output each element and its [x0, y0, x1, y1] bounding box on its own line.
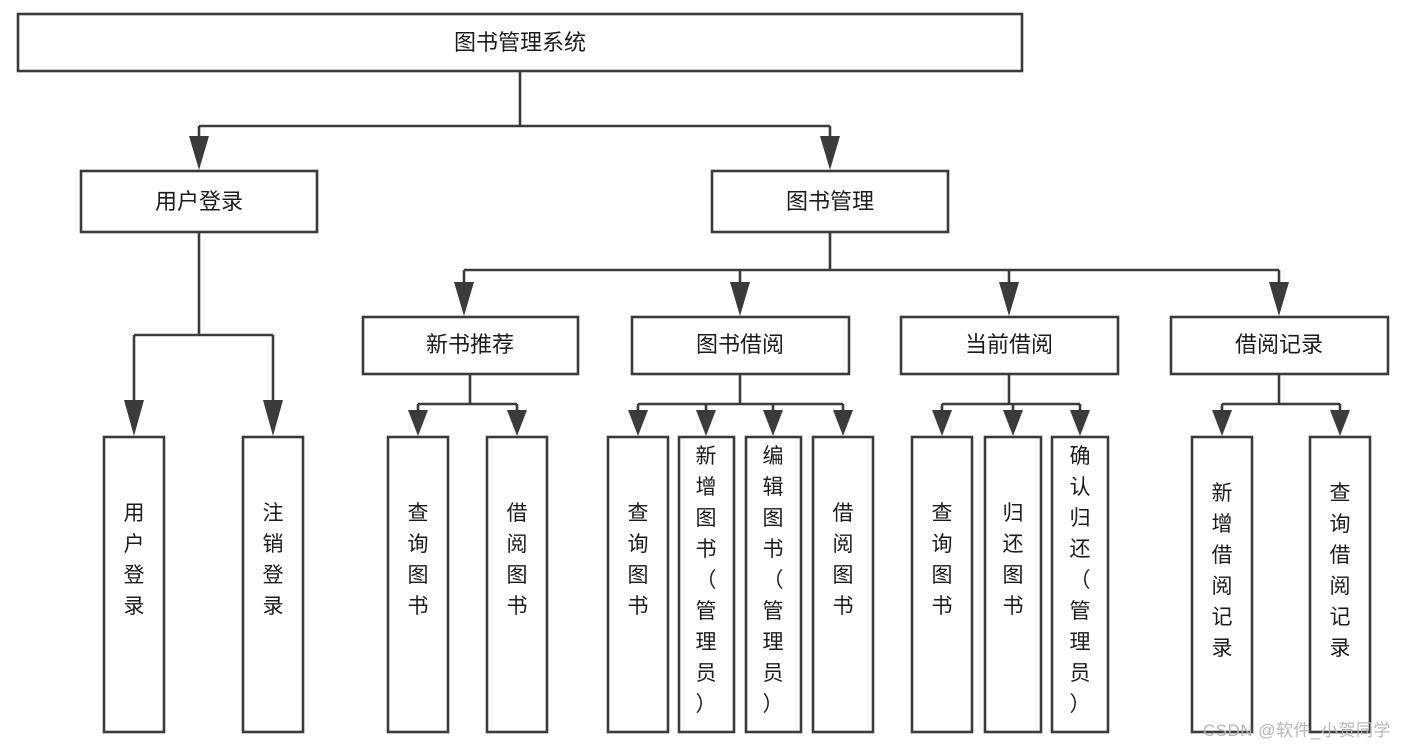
arrow-head-icon: [454, 282, 474, 316]
leaf-add-borrow-record-label: 新增借阅记录: [1212, 482, 1233, 660]
node-book-management[interactable]: 图书管理: [710, 169, 950, 234]
arrow-head-icon: [932, 410, 952, 436]
node-new-book-recommend-box[interactable]: [361, 315, 580, 376]
arrow-head-icon: [628, 410, 648, 436]
node-user-login[interactable]: 用户登录: [79, 169, 319, 234]
connector-group-borrow: [628, 374, 853, 436]
arrow-head-icon: [408, 410, 428, 436]
leaf-query-borrow-record[interactable]: 查询借阅记录: [1308, 435, 1372, 734]
leaf-query-book-borrow-box[interactable]: [606, 435, 670, 734]
node-borrow-record-label: 借阅记录: [1235, 332, 1323, 357]
node-user-login-box[interactable]: [79, 169, 319, 234]
leaf-borrow-book-label: 借阅图书: [833, 502, 854, 618]
leaf-query-book-rec-box[interactable]: [386, 435, 450, 734]
leaf-borrow-book-rec-box[interactable]: [485, 435, 549, 734]
connector-group-user-login: [124, 232, 283, 436]
leaf-edit-book-admin-box[interactable]: [744, 435, 803, 734]
arrow-head-icon: [189, 136, 209, 170]
leaf-return-book[interactable]: 归还图书: [983, 435, 1043, 734]
leaf-return-book-label: 归还图书: [1003, 502, 1024, 618]
leaf-add-book-admin-box[interactable]: [677, 435, 736, 734]
leaf-query-book-current[interactable]: 查询图书: [910, 435, 974, 734]
leaf-query-book-borrow-label: 查询图书: [628, 502, 649, 618]
arrow-head-icon: [507, 410, 527, 436]
leaf-user-login-box[interactable]: [102, 435, 166, 734]
connector-group-root: [189, 71, 840, 170]
leaf-query-book-rec-label: 查询图书: [408, 502, 429, 618]
leaf-return-book-box[interactable]: [983, 435, 1043, 734]
node-book-borrow-box[interactable]: [630, 315, 851, 376]
leaf-user-login[interactable]: 用户登录: [102, 435, 166, 734]
leaf-confirm-return-admin[interactable]: 确认归还（管理员）: [1050, 435, 1110, 734]
leaf-add-book-admin-label: 新增图书（管理员）: [696, 445, 717, 716]
leaf-query-borrow-record-box[interactable]: [1308, 435, 1372, 734]
arrow-head-icon: [124, 400, 144, 436]
node-book-management-box[interactable]: [710, 169, 950, 234]
node-current-borrow-label: 当前借阅: [965, 332, 1053, 357]
leaf-logout-label: 注销登录: [263, 502, 284, 618]
node-book-borrow[interactable]: 图书借阅: [630, 315, 851, 376]
leaf-confirm-return-admin-label: 确认归还（管理员）: [1070, 445, 1091, 716]
leaf-borrow-book-box[interactable]: [811, 435, 875, 734]
node-borrow-record-box[interactable]: [1169, 315, 1390, 376]
node-user-login-label: 用户登录: [155, 189, 243, 214]
leaf-query-book-rec[interactable]: 查询图书: [386, 435, 450, 734]
connector-group-record: [1212, 374, 1350, 436]
leaf-edit-book-admin[interactable]: 编辑图书（管理员）: [744, 435, 803, 734]
leaf-add-borrow-record-box[interactable]: [1190, 435, 1254, 734]
node-current-borrow-box[interactable]: [899, 315, 1120, 376]
leaf-borrow-book-rec-label: 借阅图书: [507, 502, 528, 618]
arrow-head-icon: [730, 282, 750, 316]
connector-group-new-book: [408, 374, 527, 436]
arrow-head-icon: [1003, 410, 1023, 436]
arrow-head-icon: [696, 410, 716, 436]
connector-group-current-borrow: [932, 374, 1090, 436]
arrow-head-icon: [820, 136, 840, 170]
leaf-add-borrow-record[interactable]: 新增借阅记录: [1190, 435, 1254, 734]
node-borrow-record[interactable]: 借阅记录: [1169, 315, 1390, 376]
arrow-head-icon: [1070, 410, 1090, 436]
leaf-query-book-current-box[interactable]: [910, 435, 974, 734]
csdn-watermark: CSDN @软件_小贺同学: [1202, 721, 1391, 740]
arrow-head-icon: [999, 282, 1019, 316]
arrow-head-icon: [763, 410, 783, 436]
node-book-borrow-label: 图书借阅: [696, 332, 784, 357]
leaf-query-book-current-label: 查询图书: [932, 502, 953, 618]
leaf-borrow-book[interactable]: 借阅图书: [811, 435, 875, 734]
leaf-edit-book-admin-label: 编辑图书（管理员）: [763, 445, 784, 716]
leaf-borrow-book-rec[interactable]: 借阅图书: [485, 435, 549, 734]
node-root-box[interactable]: [16, 12, 1024, 73]
arrow-head-icon: [1269, 282, 1289, 316]
node-new-book-recommend-label: 新书推荐: [426, 332, 514, 357]
node-book-management-label: 图书管理: [786, 189, 874, 214]
leaf-confirm-return-admin-box[interactable]: [1050, 435, 1110, 734]
node-root[interactable]: 图书管理系统: [16, 12, 1024, 73]
arrow-head-icon: [1330, 410, 1350, 436]
arrow-head-icon: [263, 400, 283, 436]
arrow-head-icon: [833, 410, 853, 436]
connector-group-book-mgmt: [454, 232, 1289, 316]
node-new-book-recommend[interactable]: 新书推荐: [361, 315, 580, 376]
leaf-logout-box[interactable]: [241, 435, 305, 734]
leaf-add-book-admin[interactable]: 新增图书（管理员）: [677, 435, 736, 734]
leaf-logout[interactable]: 注销登录: [241, 435, 305, 734]
leaf-user-login-label: 用户登录: [124, 502, 145, 618]
arrow-head-icon: [1212, 410, 1232, 436]
node-current-borrow[interactable]: 当前借阅: [899, 315, 1120, 376]
node-root-label: 图书管理系统: [454, 30, 586, 55]
leaf-query-book-borrow[interactable]: 查询图书: [606, 435, 670, 734]
leaf-query-borrow-record-label: 查询借阅记录: [1330, 482, 1351, 660]
